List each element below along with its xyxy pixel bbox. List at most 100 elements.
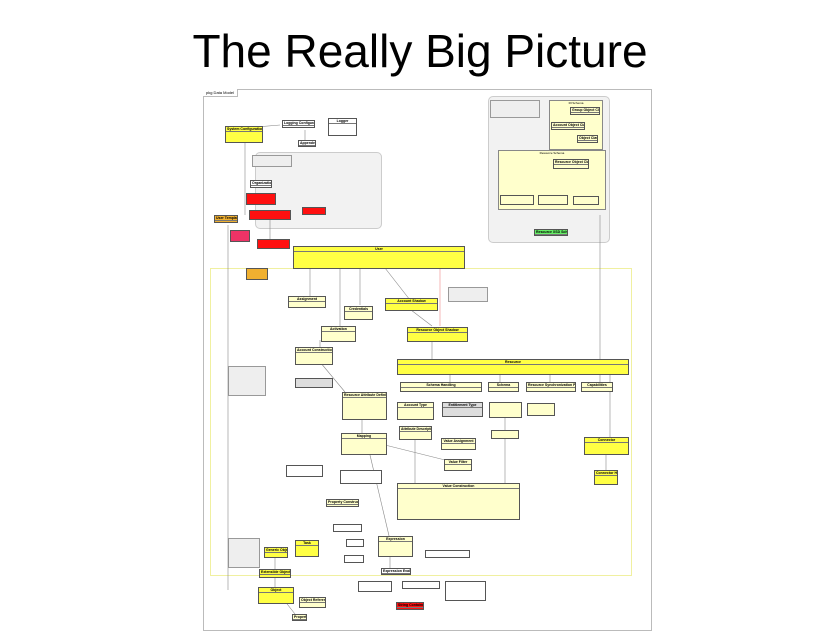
class-name: Connector bbox=[585, 438, 628, 443]
class-property[interactable]: Property bbox=[292, 614, 307, 621]
class-attribute-description[interactable]: Attribute Description bbox=[399, 426, 432, 440]
class-name: Resource Synchronization Policy bbox=[527, 383, 576, 388]
class-connector[interactable]: Connector bbox=[584, 437, 629, 455]
class-deprecated[interactable] bbox=[249, 210, 291, 220]
class-property-reference[interactable] bbox=[333, 524, 362, 532]
class-mapping-source-declaration[interactable] bbox=[340, 470, 382, 484]
class-object-class[interactable]: Object Class bbox=[577, 135, 598, 143]
class-name: Resource Object Shadow bbox=[408, 328, 467, 333]
class-resource-object-shadow[interactable]: Resource Object Shadow bbox=[407, 327, 468, 342]
class-system-configuration[interactable]: System Configuration bbox=[225, 126, 263, 143]
class-reaction[interactable] bbox=[527, 403, 555, 416]
class-user-template[interactable]: User Template bbox=[214, 215, 238, 223]
note bbox=[228, 538, 260, 568]
class-name: Capabilities bbox=[582, 383, 612, 388]
class-mapping[interactable]: Mapping bbox=[341, 433, 387, 455]
class-name: Value Construction bbox=[398, 484, 519, 489]
class-attribute-reference[interactable] bbox=[538, 195, 568, 205]
class-task[interactable]: Task bbox=[295, 540, 319, 557]
class-logger[interactable]: Logger bbox=[328, 118, 357, 136]
class-connector-host[interactable]: Connector Host bbox=[594, 470, 618, 485]
class-name: Resource Object Class bbox=[554, 160, 588, 165]
class-value-construction[interactable]: Value Construction bbox=[397, 483, 520, 520]
class-resource-object-class[interactable]: Resource Object Class bbox=[553, 159, 589, 169]
class-schema[interactable]: Schema bbox=[488, 382, 519, 392]
class-name: Schema bbox=[489, 383, 518, 388]
diagram-tab: pkg Data Model bbox=[203, 89, 239, 97]
class-account-type[interactable]: Account Type bbox=[397, 402, 434, 420]
class-expression-variable-definition[interactable] bbox=[425, 550, 470, 558]
class-account-type-ref[interactable] bbox=[573, 196, 599, 205]
class-assignment[interactable]: Assignment bbox=[288, 296, 326, 308]
class-name: Resource bbox=[398, 360, 628, 365]
class-name: Account Object Class bbox=[552, 123, 584, 128]
class-object-class-reference[interactable] bbox=[500, 195, 534, 205]
class-property-construction[interactable]: Property Construction bbox=[326, 499, 359, 507]
class-xml-expression-evaluator[interactable] bbox=[402, 581, 440, 589]
class-xpath-type[interactable] bbox=[346, 539, 364, 547]
package-label: RI Schema bbox=[568, 101, 584, 105]
class-name: String Containment bbox=[397, 603, 423, 608]
class-name: Account Shadow bbox=[386, 299, 437, 304]
class-name: Account Type bbox=[398, 403, 433, 408]
class-name: Extensible Object bbox=[260, 570, 291, 575]
class-name: Task bbox=[296, 541, 318, 546]
class-object-reference[interactable]: Object Reference bbox=[299, 597, 326, 608]
class-deprecated[interactable] bbox=[246, 193, 276, 205]
class-value-assignment[interactable]: Value Assignment bbox=[441, 438, 476, 450]
class-script-expression-evaluator[interactable] bbox=[445, 581, 486, 601]
class-script-argument[interactable] bbox=[491, 430, 519, 439]
class-resource-sync-policy[interactable]: Resource Synchronization Policy bbox=[526, 382, 576, 392]
class-expression[interactable]: Expression bbox=[378, 536, 413, 557]
class-activation[interactable]: Activation bbox=[321, 326, 356, 342]
class-user[interactable]: User bbox=[293, 246, 465, 269]
class-entitlement-type[interactable]: Entitlement Type bbox=[442, 402, 483, 417]
class-name: Generic Object bbox=[265, 548, 288, 553]
class-name: Value Assignment bbox=[442, 439, 475, 444]
note bbox=[252, 155, 292, 167]
class-entitlement-construction[interactable] bbox=[295, 378, 333, 388]
class-name: Account Construction bbox=[296, 348, 333, 353]
class-schema-handling[interactable]: Schema Handling bbox=[400, 382, 482, 392]
class-name: Value Filter bbox=[445, 460, 471, 465]
class-organization[interactable]: Organization bbox=[250, 180, 272, 188]
class-deprecated[interactable] bbox=[257, 239, 290, 249]
class-string-containment[interactable]: String Containment bbox=[396, 602, 424, 610]
class-name: Property bbox=[293, 615, 307, 620]
class-name: Expression Evaluator bbox=[382, 569, 411, 574]
class-credentials[interactable]: Credentials bbox=[344, 306, 373, 320]
class-user-template-small[interactable] bbox=[246, 268, 268, 280]
class-deprecated[interactable] bbox=[302, 207, 326, 215]
class-name: Expression bbox=[379, 537, 412, 542]
class-name: Appender bbox=[299, 141, 316, 146]
class-group-object-class[interactable]: Group Object Class bbox=[570, 107, 600, 115]
class-appender[interactable]: Appender bbox=[298, 140, 316, 147]
class-resource[interactable]: Resource bbox=[397, 359, 629, 375]
class-mapping-target-declaration[interactable] bbox=[286, 465, 323, 477]
class-name: Logging Configuration bbox=[283, 121, 315, 126]
class-note-pink[interactable] bbox=[230, 230, 250, 242]
class-extensible-object[interactable]: Extensible Object bbox=[259, 569, 291, 578]
class-value-filter[interactable]: Value Filter bbox=[444, 459, 472, 471]
class-account-object-class[interactable]: Account Object Class bbox=[551, 122, 585, 130]
class-resource-attribute-definition[interactable]: Resource Attribute Definition bbox=[342, 392, 387, 420]
class-generic-object[interactable]: Generic Object bbox=[264, 547, 288, 558]
class-name: Organization bbox=[251, 181, 272, 186]
class-account-construction[interactable]: Account Construction bbox=[295, 347, 333, 365]
note bbox=[228, 366, 266, 396]
class-name: Activation bbox=[322, 327, 355, 332]
class-name: Schema Handling bbox=[401, 383, 481, 388]
class-value-expression-evaluator[interactable] bbox=[358, 581, 392, 592]
class-script[interactable] bbox=[489, 402, 522, 418]
class-capabilities[interactable]: Capabilities bbox=[581, 382, 613, 392]
class-logging-configuration[interactable]: Logging Configuration bbox=[282, 120, 315, 128]
class-account-shadow[interactable]: Account Shadow bbox=[385, 298, 438, 311]
class-name: Resource Attribute Definition bbox=[343, 393, 386, 398]
slide-title: The Really Big Picture bbox=[192, 25, 648, 77]
class-resource-xsd-schema[interactable]: Resource XSD Schema bbox=[534, 229, 568, 236]
note bbox=[490, 100, 540, 118]
class-expression-evaluator[interactable]: Expression Evaluator bbox=[381, 568, 411, 575]
class-object[interactable]: Object bbox=[258, 587, 294, 604]
class-xml-schema[interactable] bbox=[344, 555, 364, 563]
